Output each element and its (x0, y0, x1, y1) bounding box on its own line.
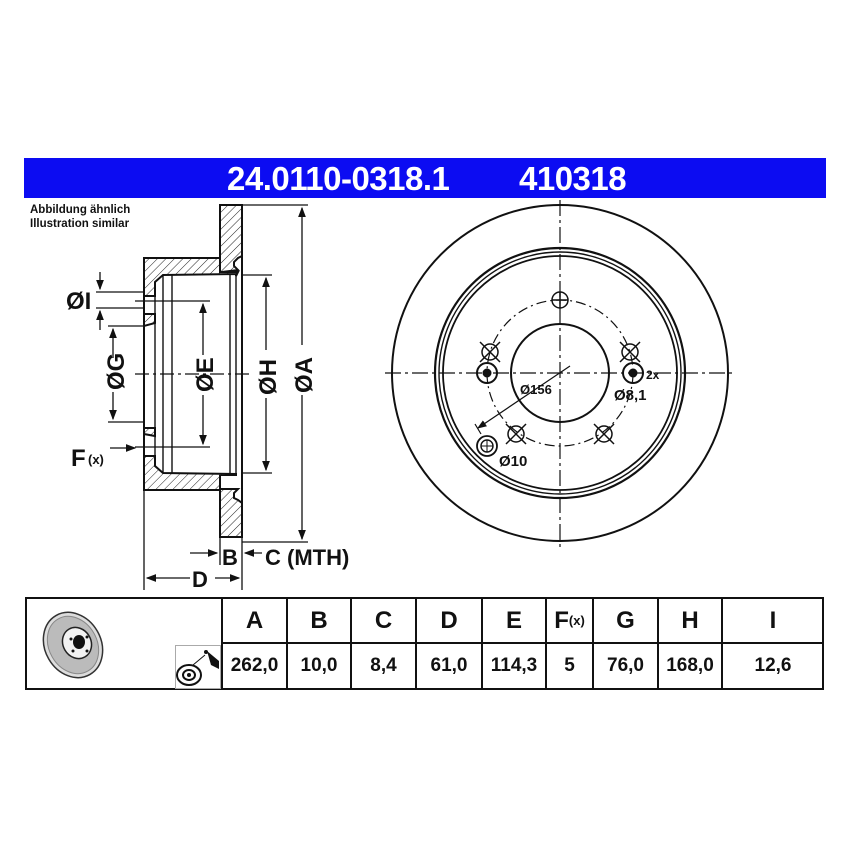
illustration-note: Abbildung ähnlich Illustration similar (30, 203, 130, 231)
header-g: G (616, 606, 635, 634)
dimension-table: A B C D E F(x) G H I 262,0 10,0 8,4 61,0… (25, 597, 824, 690)
label-dia-e: ØE (192, 357, 219, 392)
label-b: B (222, 545, 238, 570)
label-dia-i: ØI (66, 288, 91, 315)
value-a: 262,0 (230, 654, 279, 676)
title-band: 24.0110-0318.1 410318 (24, 158, 826, 198)
value-f: 5 (564, 654, 575, 676)
note-english: Illustration similar (30, 218, 130, 230)
label-center-hole: Ø10 (499, 453, 527, 470)
label-f-sub: (x) (88, 452, 104, 467)
header-f: F(x) (547, 599, 592, 642)
header-h: H (681, 606, 699, 634)
value-b: 10,0 (300, 654, 338, 676)
label-dia-h: ØH (255, 359, 282, 395)
label-d: D (192, 567, 208, 592)
header-b: B (310, 606, 328, 634)
label-f: F (71, 445, 86, 472)
cleaning-spray-icon (175, 645, 221, 689)
divider (221, 642, 822, 644)
label-c: C (MTH) (265, 545, 349, 570)
value-i: 12,6 (754, 654, 792, 676)
value-g: 76,0 (607, 654, 644, 676)
side-view-dimensions (96, 204, 308, 590)
brake-disc-icon (42, 611, 104, 679)
side-view-labels: ØI ØG ØE ØH ØA F (x) B C (MTH) D (66, 288, 349, 592)
value-d: 61,0 (430, 654, 468, 676)
short-number: 410318 (519, 160, 627, 197)
value-c: 8,4 (370, 654, 397, 676)
value-h: 168,0 (666, 654, 714, 676)
header-c: C (374, 606, 393, 634)
label-dia-a: ØA (291, 357, 318, 393)
part-number: 24.0110-0318.1 (227, 160, 450, 197)
note-german: Abbildung ähnlich (30, 204, 131, 216)
front-view (385, 200, 735, 548)
bolt-holes (479, 291, 641, 445)
label-dia-g: ØG (103, 353, 130, 390)
header-e: E (505, 606, 522, 634)
header-d: D (440, 606, 458, 634)
label-pcd: Ø156 (520, 382, 552, 397)
header-f-label: F (554, 606, 569, 634)
value-e: 114,3 (490, 654, 538, 676)
header-i: I (769, 606, 777, 634)
front-view-labels: Ø156 2x Ø8,1 Ø10 (499, 368, 660, 470)
label-hole-count: 2x (646, 368, 660, 382)
label-hole-dia: Ø8,1 (614, 387, 647, 404)
header-f-sub: (x) (568, 613, 585, 628)
header-a: A (245, 606, 264, 634)
